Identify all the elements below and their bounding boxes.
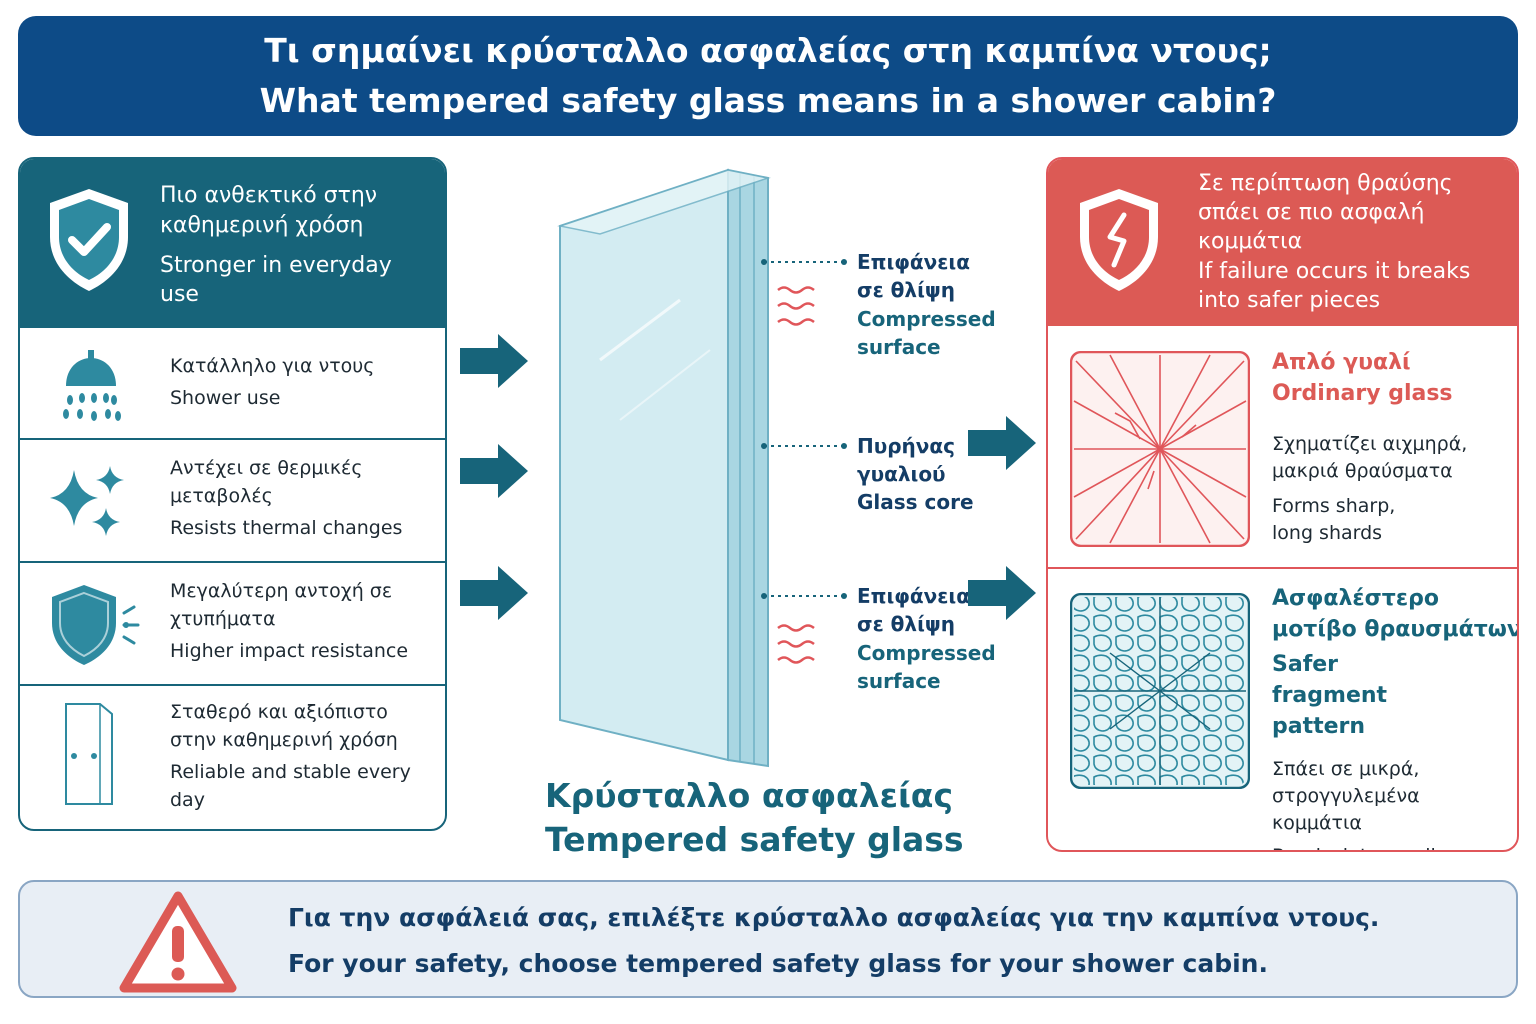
shield-impact-icon [52, 585, 140, 665]
callout-greek: Επιφάνεια σε θλίψη [857, 250, 970, 302]
banner-greek: Για την ασφάλειά σας, επιλέξτε κρύσταλλο… [288, 903, 1380, 932]
benefits-panel: Πιο ανθεκτικό στην καθημερινή χρόση Stro… [18, 157, 447, 831]
broken-shield-icon [1080, 189, 1158, 291]
tempered-glass-fragments-image [1070, 593, 1250, 789]
benefit-english: Shower use [170, 387, 281, 409]
glass-caption-english: Tempered safety glass [545, 820, 964, 859]
callout-compressed-bottom: Επιφάνεια σε θλίψη Compressed surface [857, 582, 997, 695]
breakage-heading-greek: Σε περίπτωση θραύσης σπάει σε πιο ασφαλή… [1198, 171, 1453, 254]
benefit-item-shower: Κατάλληλο για ντους Shower use [20, 326, 445, 438]
glass-caption-greek: Κρύσταλλο ασφαλείας [545, 776, 954, 815]
callout-greek: Επιφάνεια σε θλίψη [857, 584, 970, 636]
benefit-text: Αντέχει σε θερμικές μεταβολές Resists th… [170, 454, 440, 542]
tempered-body-english: Breaks into small, rounded pieces [1272, 843, 1452, 850]
arrow-right-icon [460, 566, 528, 620]
benefit-greek: Σταθερό και αξιόπιστο στην καθημερινή χρ… [170, 701, 398, 751]
benefits-heading-english: Stronger in everyday use [160, 253, 392, 307]
breakage-panel: Σε περίπτωση θραύσης σπάει σε πιο ασφαλή… [1046, 157, 1519, 852]
benefit-greek: Μεγαλύτερη αντοχή σε χτυπήματα [170, 580, 393, 630]
callout-glass-core: Πυρήνας γυαλιού Glass core [857, 432, 997, 516]
ordinary-body-greek: Σχηματίζει αιχμηρά, μακριά θραύσματα [1272, 433, 1468, 482]
arrow-right-icon [968, 566, 1036, 620]
section-divider [1048, 567, 1517, 569]
callout-english: Compressed surface [857, 307, 996, 359]
ordinary-title-greek: Απλό γυαλί [1272, 350, 1411, 375]
benefits-header: Πιο ανθεκτικό στην καθημερινή χρόση Stro… [20, 159, 445, 326]
safety-banner: Για την ασφάλειά σας, επιλέξτε κρύσταλλο… [18, 880, 1518, 998]
arrow-right-icon [460, 444, 528, 498]
benefit-item-reliable: Σταθερό και αξιόπιστο στην καθημερινή χρ… [20, 684, 445, 829]
arrow-right-icon [460, 334, 528, 388]
benefit-english: Reliable and stable every day [170, 761, 411, 811]
callout-lines [761, 259, 847, 664]
banner-english: For your safety, choose tempered safety … [288, 949, 1268, 978]
ordinary-title-english: Ordinary glass [1272, 381, 1453, 406]
arrow-right-icon [968, 416, 1036, 470]
title-english: What tempered safety glass means in a sh… [259, 81, 1277, 120]
breakage-header: Σε περίπτωση θραύσης σπάει σε πιο ασφαλή… [1048, 159, 1517, 326]
callout-english: Glass core [857, 490, 974, 514]
benefit-text: Μεγαλύτερη αντοχή σε χτυπήματα Higher im… [170, 577, 440, 665]
tempered-glass-illustration [557, 168, 771, 768]
tempered-title-english: Safer fragment pattern [1272, 652, 1388, 739]
tempered-glass-text: Ασφαλέστερο μοτίβο θραυσμάτων Safer frag… [1272, 583, 1517, 850]
ordinary-body-english: Forms sharp, long shards [1272, 495, 1396, 544]
benefit-text: Σταθερό και αξιόπιστο στην καθημερινή χρ… [170, 698, 440, 814]
breakage-heading-english: If failure occurs it breaks into safer p… [1198, 259, 1471, 313]
ordinary-glass-shards-image [1070, 351, 1250, 547]
ordinary-glass-text: Απλό γυαλί Ordinary glass Σχηματίζει αιχ… [1272, 347, 1512, 547]
door-icon [65, 703, 113, 805]
benefit-greek: Αντέχει σε θερμικές μεταβολές [170, 457, 363, 507]
benefit-item-thermal: Αντέχει σε θερμικές μεταβολές Resists th… [20, 438, 445, 561]
callout-english: Compressed surface [857, 641, 996, 693]
shower-icon [63, 350, 121, 421]
shield-check-icon [50, 189, 128, 291]
warning-icon [119, 891, 237, 993]
title-greek: Τι σημαίνει κρύσταλλο ασφαλείας στη καμπ… [264, 31, 1272, 70]
tempered-body-greek: Σπάει σε μικρά, στρογγυλεμένα κομμάτια [1272, 758, 1420, 834]
sparkle-icon [50, 466, 124, 536]
callout-greek: Πυρήνας γυαλιού [857, 434, 956, 486]
benefit-item-impact: Μεγαλύτερη αντοχή σε χτυπήματα Higher im… [20, 561, 445, 684]
benefit-text: Κατάλληλο για ντους Shower use [170, 352, 440, 412]
callout-compressed-top: Επιφάνεια σε θλίψη Compressed surface [857, 248, 997, 361]
benefits-heading-greek: Πιο ανθεκτικό στην καθημερινή χρόση [160, 183, 378, 238]
glass-caption: Κρύσταλλο ασφαλείας Tempered safety glas… [545, 774, 964, 862]
tempered-title-greek: Ασφαλέστερο μοτίβο θραυσμάτων [1272, 586, 1519, 642]
title-banner: Τι σημαίνει κρύσταλλο ασφαλείας στη καμπ… [18, 16, 1518, 136]
benefit-english: Higher impact resistance [170, 640, 409, 662]
benefit-greek: Κατάλληλο για ντους [170, 355, 375, 377]
benefit-english: Resists thermal changes [170, 517, 403, 539]
